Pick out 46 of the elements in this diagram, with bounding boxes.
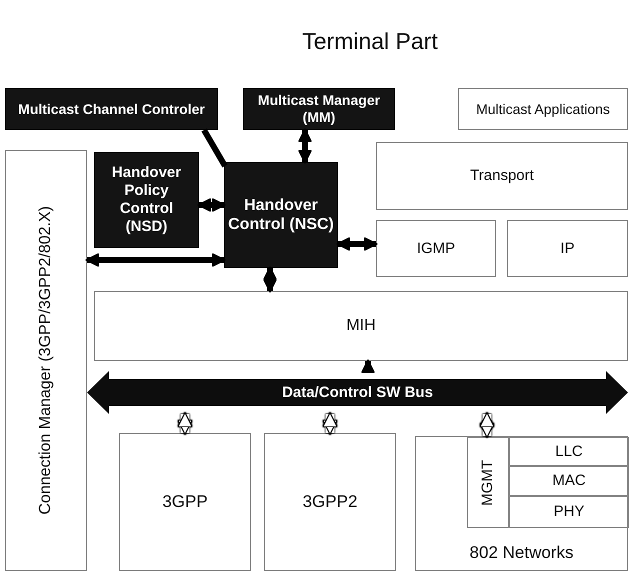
diagram-title: Terminal Part (301, 28, 439, 55)
node-label: PHY (554, 503, 584, 521)
connector-arrow (336, 236, 378, 252)
node-label: MIH (346, 316, 376, 336)
node-label: Handover Policy Control (NSD) (110, 164, 182, 236)
component-box (509, 496, 629, 528)
hollow-arrow (177, 412, 193, 436)
hollow-arrow (479, 412, 495, 438)
node-label: Data/Control SW Bus (282, 384, 433, 402)
component-box (376, 220, 496, 277)
connector-arrow (298, 128, 312, 164)
connector-arrow (360, 359, 376, 374)
dark-process-box (243, 88, 395, 130)
node-label: IGMP (416, 240, 456, 258)
component-box (94, 291, 628, 361)
dark-process-box (224, 162, 338, 268)
connector-arrow (85, 252, 226, 268)
component-box (509, 437, 629, 466)
node-label: LLC (555, 442, 583, 460)
dark-process-box (5, 88, 218, 130)
component-box (376, 142, 628, 210)
node-label: 3GPP (162, 492, 208, 512)
component-box (467, 437, 509, 528)
component-box (507, 220, 628, 277)
node-label: MGMT (479, 460, 497, 506)
node-label: 3GPP2 (302, 492, 358, 512)
system-bus (87, 371, 628, 414)
node-label: Transport (470, 167, 534, 185)
node-label: IP (560, 240, 575, 258)
node-label: Handover Control (NSC) (228, 196, 334, 234)
component-box (458, 88, 628, 130)
dark-process-box (94, 152, 199, 248)
component-box (119, 433, 251, 571)
node-label: Connection Manager (3GPP/3GPP2/802.X) (36, 206, 56, 515)
component-box (509, 466, 629, 496)
component-box (264, 433, 396, 571)
component-box (415, 436, 628, 571)
hollow-arrow (322, 412, 338, 436)
connector-arrow (262, 266, 278, 293)
node-label: 802 Networks (470, 542, 574, 564)
node-label: MAC (552, 472, 586, 490)
connector-arrow (197, 198, 226, 212)
component-box (5, 150, 87, 571)
node-label: Multicast Manager (MM) (256, 92, 382, 126)
node-label: Multicast Applications (476, 100, 610, 118)
node-label: Multicast Channel Controler (18, 100, 205, 118)
